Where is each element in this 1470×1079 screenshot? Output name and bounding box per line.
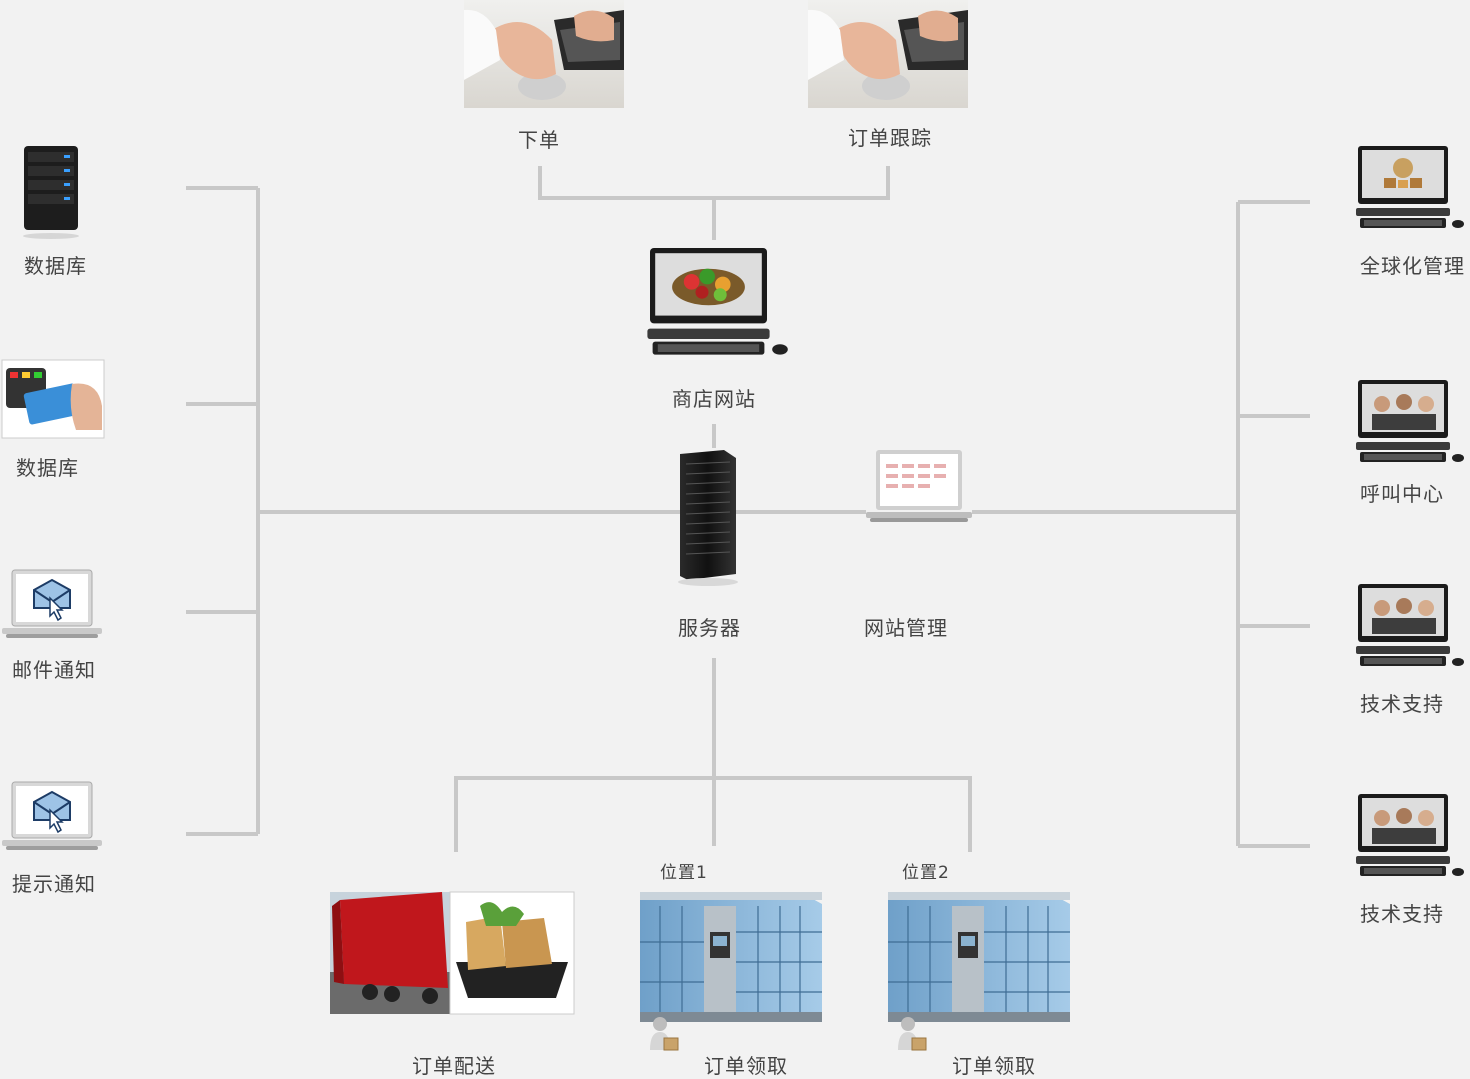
admin-laptop-icon [866,450,972,522]
label-tech-support-1: 技术支持 [1360,692,1444,716]
label-store-website: 商店网站 [672,387,756,411]
alert-notice-icon [1,781,103,851]
label-order-pickup-2: 订单领取 [952,1054,1036,1078]
delivery-photo [330,891,575,1015]
label-database-1: 数据库 [24,254,87,278]
parcel-locker-icon-2 [887,891,1071,1023]
label-order-delivery: 订单配送 [412,1054,496,1078]
label-alert-notice: 提示通知 [12,872,96,896]
label-call-center: 呼叫中心 [1360,482,1444,506]
call-center-computer-icon [1356,380,1464,462]
label-place-order: 下单 [518,128,560,152]
parcel-locker-icon-1 [639,891,823,1023]
label-location-2: 位置2 [902,863,950,883]
tech-support-computer-icon-1 [1356,584,1464,666]
label-order-pickup-1: 订单领取 [704,1054,788,1078]
connector-lines [186,166,1310,852]
store-computer-icon [647,248,788,355]
server-tower-icon [678,450,738,586]
label-location-1: 位置1 [660,863,708,883]
label-email-notice: 邮件通知 [12,658,96,682]
email-notice-icon [1,569,103,639]
tech-support-computer-icon-2 [1356,794,1464,876]
label-tech-support-2: 技术支持 [1360,902,1444,926]
label-server: 服务器 [678,616,741,640]
global-mgmt-computer-icon [1356,146,1464,228]
label-site-admin: 网站管理 [864,616,948,640]
card-payment-icon [1,359,105,439]
label-order-tracking: 订单跟踪 [848,126,932,150]
label-global-mgmt: 全球化管理 [1360,254,1465,278]
order-tracking-photo [808,0,968,108]
database-server-icon [23,146,79,239]
place-order-photo [464,0,624,108]
label-database-2: 数据库 [16,456,79,480]
